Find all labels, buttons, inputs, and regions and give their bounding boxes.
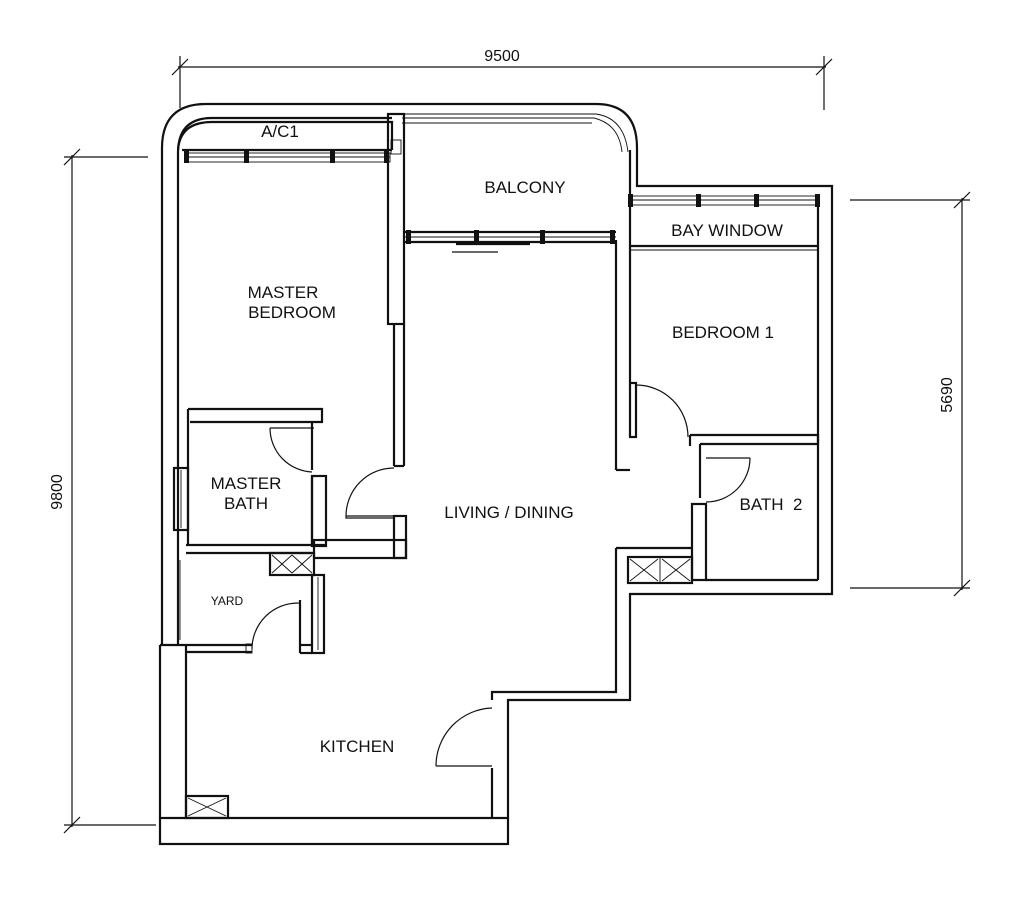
room-label-bay-window: BAY WINDOW bbox=[671, 221, 783, 240]
room-label-kitchen: KITCHEN bbox=[320, 737, 395, 756]
dimension-lines bbox=[63, 56, 971, 834]
dimension-height-right: 5690 bbox=[939, 377, 956, 413]
room-label-living-dining: LIVING / DINING bbox=[444, 503, 573, 522]
room-label-master-bath-1: MASTER bbox=[211, 474, 282, 493]
dimension-height-left: 9800 bbox=[49, 474, 66, 510]
room-label-balcony: BALCONY bbox=[484, 178, 565, 197]
room-label-master-bedroom-2: BEDROOM bbox=[248, 303, 336, 322]
room-label-master-bedroom-1: MASTER bbox=[248, 283, 319, 302]
outer-walls bbox=[158, 102, 834, 846]
doors bbox=[251, 384, 751, 767]
room-label-ac: A/C1 bbox=[261, 122, 299, 141]
partition-walls bbox=[172, 112, 820, 820]
master-bedroom-window bbox=[184, 151, 391, 163]
room-label-bath-2: BATH 2 bbox=[740, 495, 803, 514]
bay-window bbox=[628, 194, 820, 251]
dimension-width: 9500 bbox=[484, 48, 520, 65]
balcony-sliding-door bbox=[404, 230, 616, 253]
room-label-bedroom-1: BEDROOM 1 bbox=[672, 323, 774, 342]
room-label-master-bath-2: BATH bbox=[224, 494, 268, 513]
room-label-yard: YARD bbox=[211, 594, 244, 608]
